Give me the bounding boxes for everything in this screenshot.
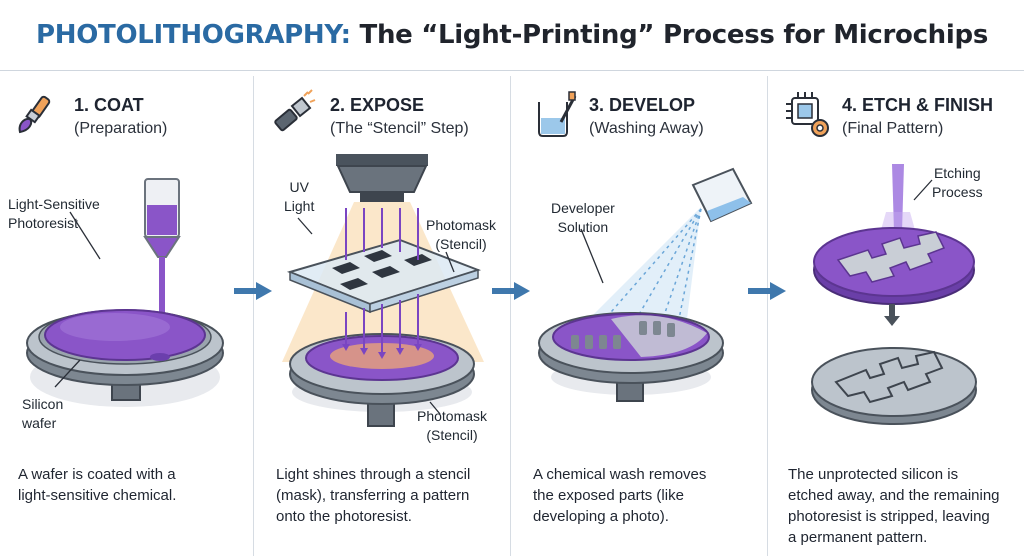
expose-illustration — [282, 154, 484, 427]
title-accent: PHOTOLITHOGRAPHY: — [35, 20, 351, 50]
step-title: 1. COAT — [74, 95, 144, 115]
step-caption: Light shines through a stencil(mask), tr… — [276, 466, 471, 525]
step-subtitle: (Preparation) — [74, 120, 168, 137]
flow-arrow-2-icon — [492, 282, 530, 300]
step-title: 3. DEVELOP — [589, 95, 696, 115]
step-title: 2. EXPOSE — [330, 95, 425, 115]
step-panel-etch: 4. ETCH & FINISH (Final Pattern) Etching… — [768, 72, 1024, 559]
etch-illustration — [811, 164, 977, 425]
panel-divider — [253, 76, 254, 556]
step-subtitle: (Washing Away) — [589, 120, 704, 137]
flow-arrow-1-icon — [234, 282, 272, 300]
panel-divider — [510, 76, 511, 556]
step-title: 4. ETCH & FINISH — [842, 95, 994, 115]
beaker-brush-icon — [538, 91, 577, 137]
page-title: PHOTOLITHOGRAPHY: The “Light-Printing” P… — [0, 0, 1024, 70]
develop-illustration — [538, 167, 753, 402]
chip-gear-icon — [786, 92, 829, 137]
flashlight-icon — [274, 89, 316, 132]
panel-divider — [767, 76, 768, 556]
title-rest: The “Light-Printing” Process for Microch… — [359, 20, 989, 50]
step-subtitle: (The “Stencil” Step) — [330, 120, 469, 137]
flow-arrow-3-icon — [748, 282, 786, 300]
header-divider — [0, 70, 1024, 71]
step-subtitle: (Final Pattern) — [842, 120, 944, 137]
label-photomask-bottom: Photomask(Stencil) — [417, 408, 488, 443]
coat-illustration — [26, 178, 224, 407]
label-photomask-top: Photomask(Stencil) — [426, 217, 497, 252]
paintbrush-icon — [18, 95, 51, 134]
